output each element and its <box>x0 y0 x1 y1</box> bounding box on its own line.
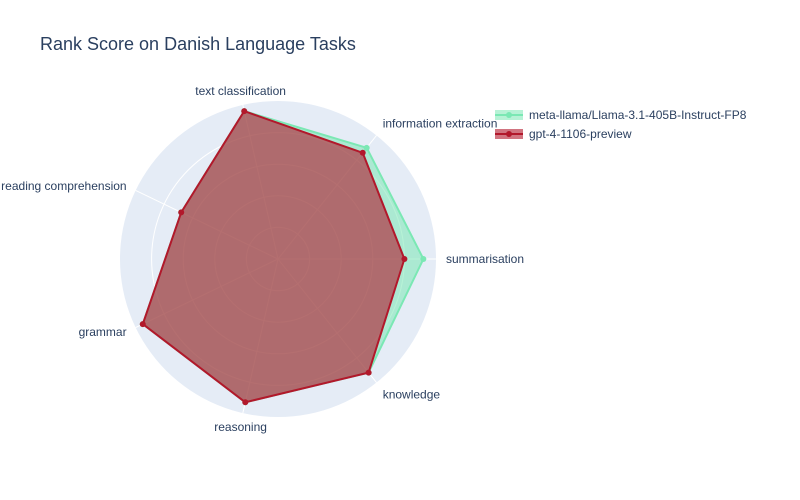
axis-label: grammar <box>79 325 127 339</box>
data-point <box>401 256 408 262</box>
legend-label: gpt-4-1106-preview <box>529 127 632 141</box>
legend-item[interactable]: meta-llama/Llama-3.1-405B-Instruct-FP8 <box>495 108 747 122</box>
axis-label: reasoning <box>214 420 267 434</box>
series-layer <box>139 108 427 406</box>
axis-label: text classification <box>195 84 286 98</box>
data-point <box>241 108 248 115</box>
data-point <box>359 149 366 156</box>
axis-label: information extraction <box>383 117 498 131</box>
axis-label: summarisation <box>446 252 524 266</box>
series-area <box>141 110 406 404</box>
chart-title: Rank Score on Danish Language Tasks <box>40 34 356 54</box>
polar-area: summarisation knowledge reasoning grammar re… <box>1 84 524 434</box>
data-point <box>365 369 372 376</box>
data-point <box>178 209 185 216</box>
axis-label: reading comprehension <box>1 179 126 193</box>
legend: meta-llama/Llama-3.1-405B-Instruct-FP8 gp… <box>495 108 747 141</box>
series-1 <box>139 108 408 406</box>
axis-label: knowledge <box>383 387 441 401</box>
data-point <box>242 399 249 406</box>
data-point <box>420 256 427 262</box>
legend-marker <box>506 112 512 118</box>
legend-item[interactable]: gpt-4-1106-preview <box>495 127 632 141</box>
data-point <box>363 144 370 151</box>
legend-label: meta-llama/Llama-3.1-405B-Instruct-FP8 <box>529 108 747 122</box>
axis-labels: summarisation knowledge reasoning grammar re… <box>1 84 524 434</box>
legend-marker <box>506 131 512 137</box>
data-point <box>139 321 146 328</box>
